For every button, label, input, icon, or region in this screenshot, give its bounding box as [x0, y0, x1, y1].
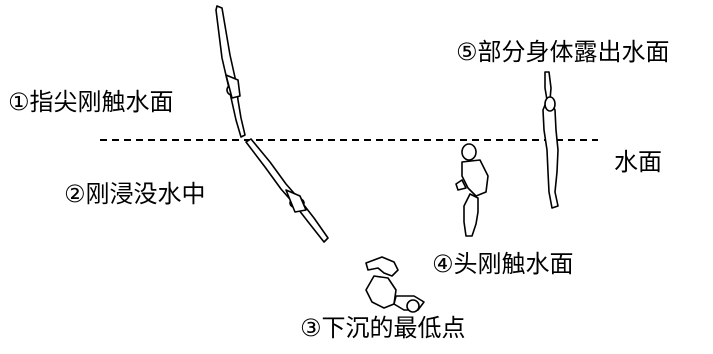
- label-stage-4: ④头刚触水面: [432, 250, 574, 278]
- label-stage-3: ③下沉的最低点: [300, 314, 466, 342]
- label-water-surface: 水面: [614, 148, 662, 176]
- diver-figure-5: [542, 71, 559, 209]
- label-stage-2: ②刚浸没水中: [64, 180, 206, 208]
- label-stage-5: ⑤部分身体露出水面: [456, 38, 670, 66]
- diver-figure-1: [215, 5, 246, 138]
- label-stage-1: ①指尖刚触水面: [8, 88, 174, 116]
- diver-figure-4: [455, 143, 489, 237]
- diver-figure-3: [365, 256, 425, 313]
- diver-figure-2: [245, 138, 329, 243]
